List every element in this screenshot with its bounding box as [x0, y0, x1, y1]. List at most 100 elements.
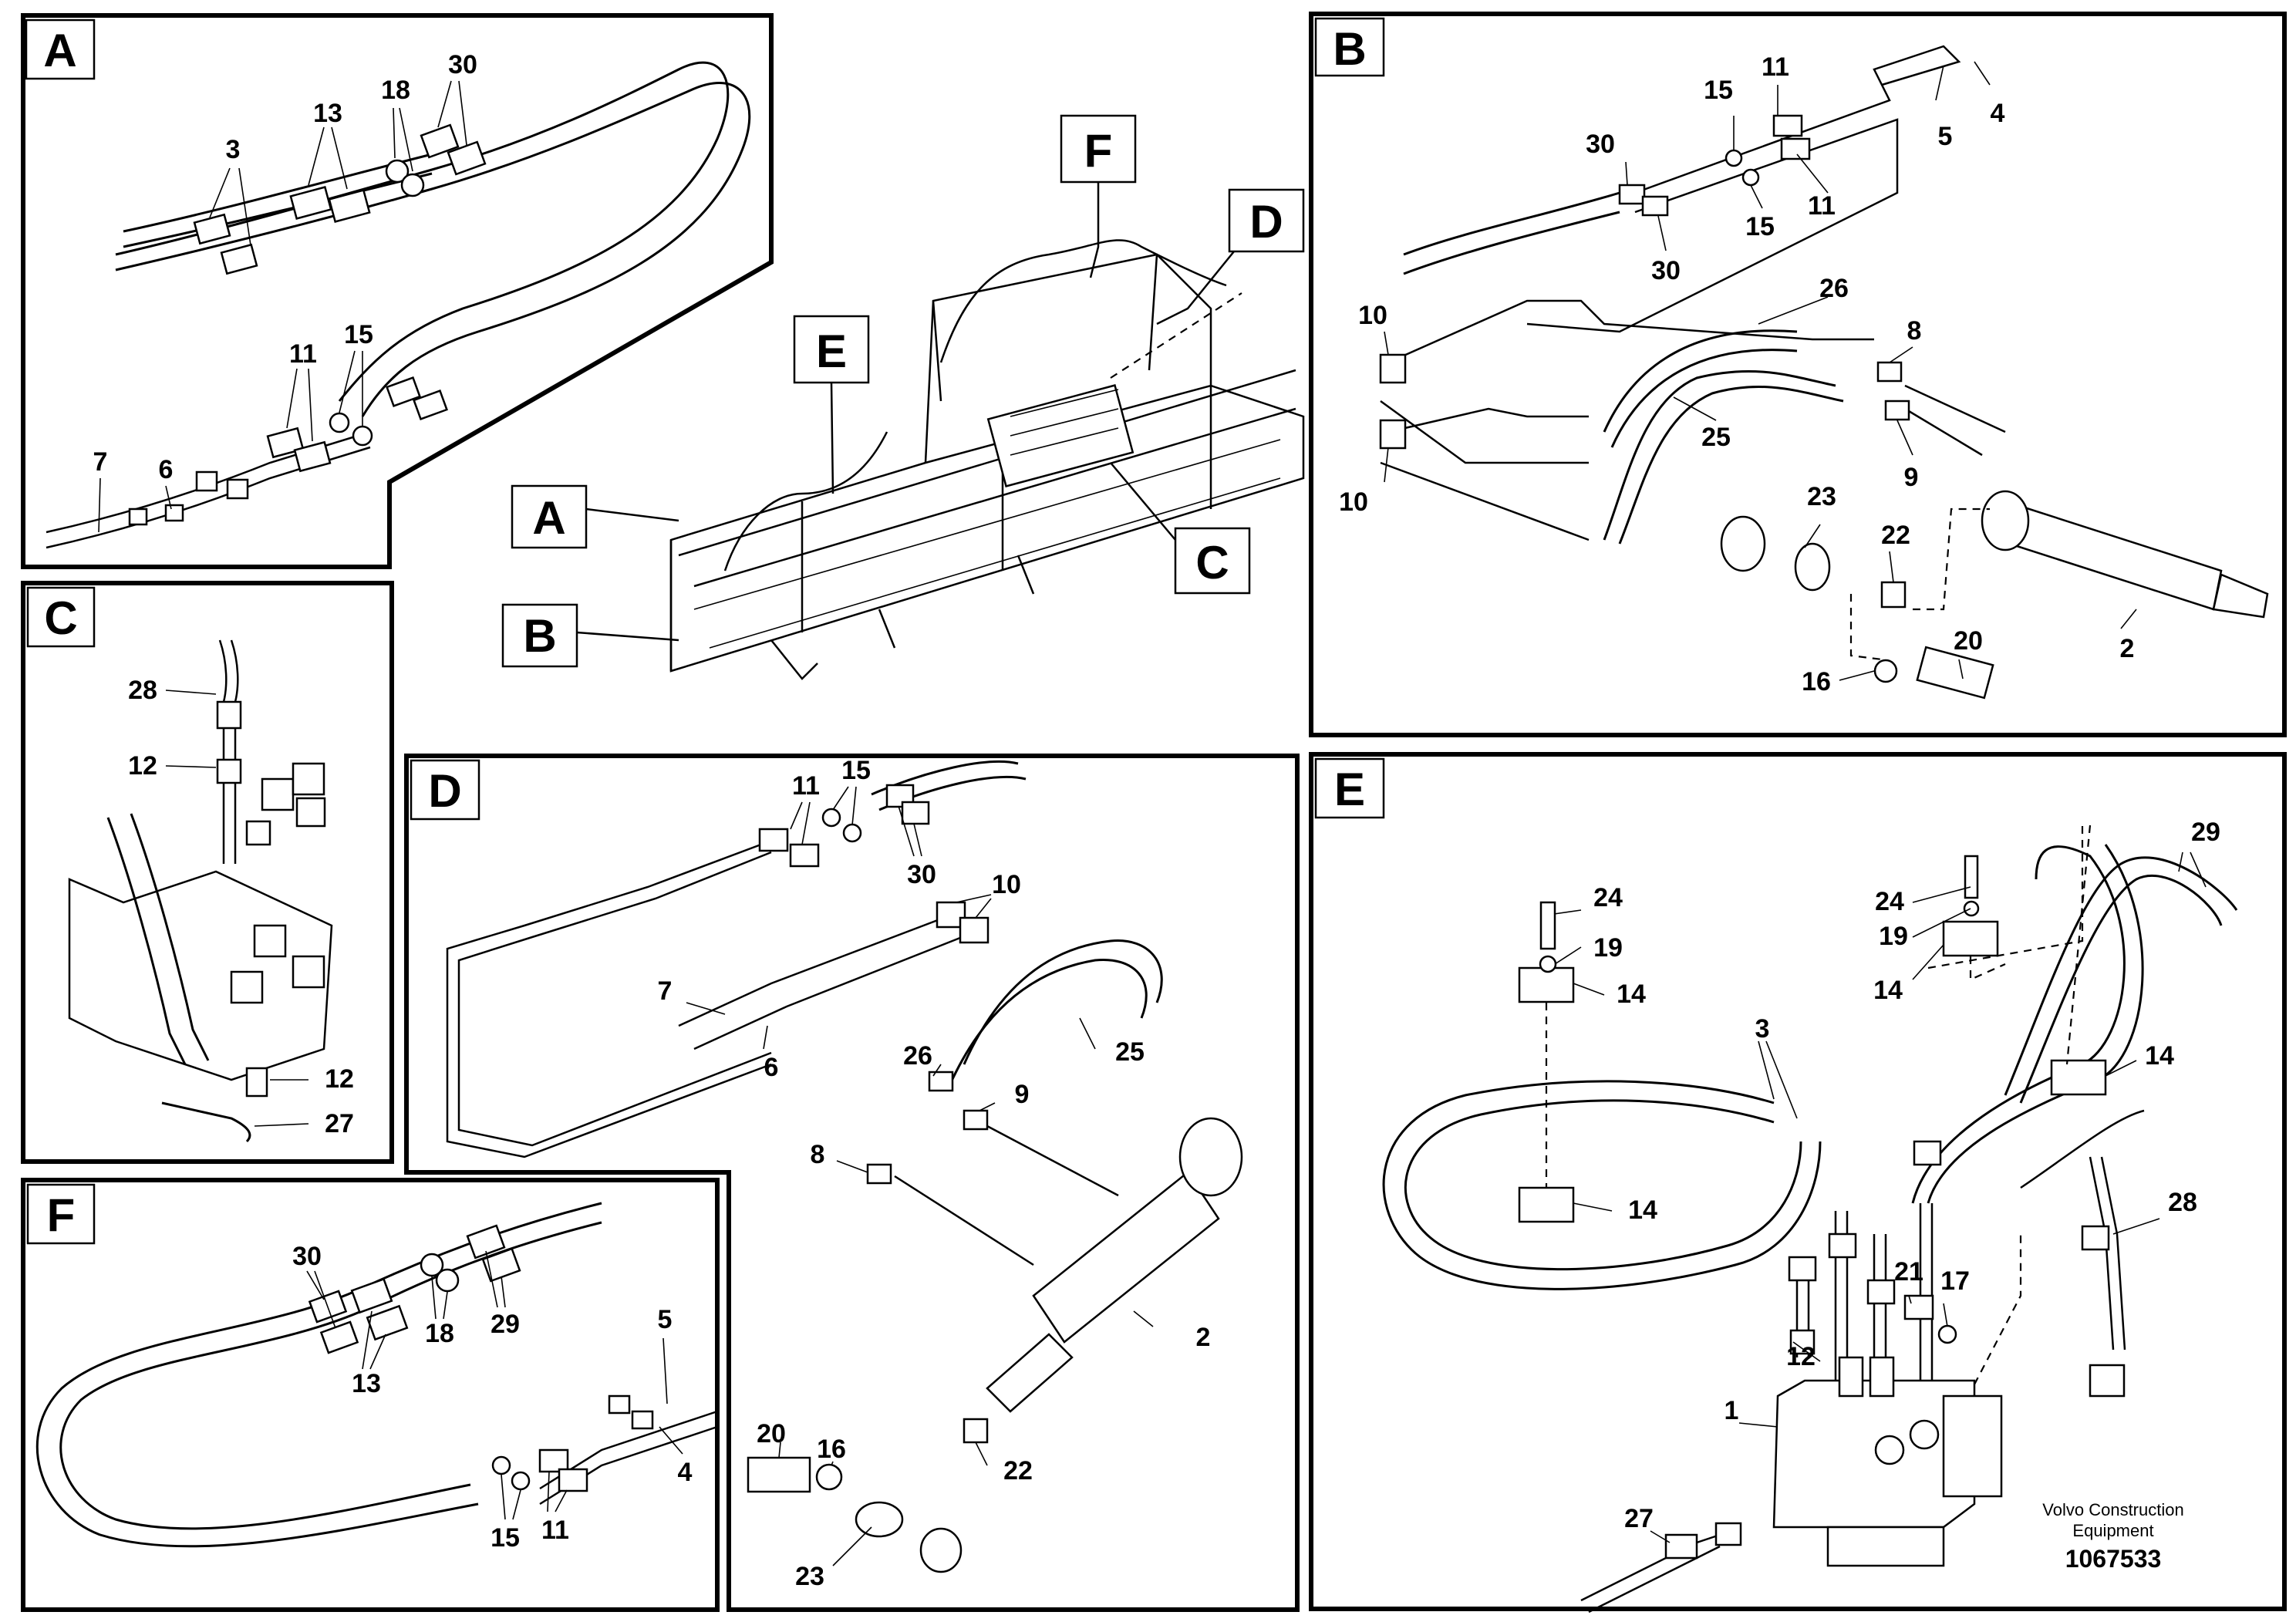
callout-d-9: 9	[1015, 1080, 1030, 1109]
bolt-e-24a	[1539, 901, 1556, 950]
callout-b-11b: 11	[1808, 191, 1836, 221]
fitting-d-30b	[901, 801, 930, 825]
fitting-30b	[447, 140, 487, 176]
callout-e-12: 12	[1786, 1342, 1816, 1371]
fitting-f-5	[608, 1394, 631, 1415]
fitting-b-9	[1884, 400, 1910, 421]
overview-c-box	[1174, 527, 1251, 595]
elbow-b-10a	[1379, 353, 1407, 384]
overview-letter-d: D	[1249, 196, 1283, 248]
panel-b: B	[1309, 12, 2287, 737]
callout-b-9: 9	[1904, 463, 1919, 492]
overview-b-box	[501, 603, 578, 668]
panel-f: F 30 29 13 18 5 4 15 11	[21, 1178, 720, 1612]
fitting-30a	[420, 123, 460, 159]
callout-d-11: 11	[792, 771, 820, 801]
washer-b-15a	[1725, 149, 1743, 167]
callout-e-28: 28	[2168, 1188, 2197, 1217]
port-e-1	[1874, 1435, 1905, 1465]
panel-c-letter: C	[44, 592, 77, 644]
fitting-11b	[293, 440, 332, 473]
callout-a-30: 30	[448, 50, 477, 79]
fitting-c-12a	[216, 758, 242, 784]
panel-c-letter-box	[26, 586, 96, 648]
panel-e-letter-box	[1314, 757, 1385, 819]
fitting-3a	[193, 213, 231, 245]
fitting-b-11a	[1772, 114, 1803, 137]
fitting-e-12	[1789, 1329, 1816, 1355]
fitting-f-30b	[319, 1320, 359, 1354]
callout-f-11: 11	[541, 1516, 569, 1545]
washer-e-19b	[1963, 900, 1980, 917]
fitting-c-4	[245, 820, 271, 846]
overview-letter-a: A	[532, 492, 565, 544]
elbow-c-1	[261, 777, 295, 811]
callout-b-2: 2	[2120, 634, 2135, 663]
fitting-f-4	[631, 1410, 654, 1430]
callout-e-29: 29	[2191, 818, 2220, 847]
callout-a-15: 15	[344, 320, 373, 349]
callout-e-17: 17	[1940, 1266, 1970, 1296]
callout-f-4: 4	[678, 1458, 693, 1487]
washer-f-18b	[435, 1268, 460, 1293]
valve-e-solenoids	[1826, 1526, 1945, 1567]
callout-d-10: 10	[992, 870, 1021, 899]
cylinder-b-rod	[2212, 573, 2269, 619]
fitting-e-d	[1913, 1140, 1942, 1166]
fitting-d-8	[866, 1163, 892, 1185]
port-e-2	[1909, 1419, 1940, 1450]
callout-b-5: 5	[1938, 122, 1953, 151]
port-c-3	[230, 970, 264, 1004]
stem-e-2	[1869, 1356, 1895, 1398]
stem-e-1	[1838, 1356, 1864, 1398]
washer-18b	[400, 173, 425, 197]
fitting-d-26	[928, 1071, 954, 1092]
callout-e-27: 27	[1624, 1504, 1654, 1533]
overview-letter-c: C	[1195, 537, 1229, 588]
callout-e-14d: 14	[1628, 1195, 1657, 1225]
callout-d-6: 6	[764, 1053, 779, 1082]
callout-b-30: 30	[1586, 130, 1615, 159]
panel-a: A 3 13 18	[21, 13, 774, 569]
callout-f-29: 29	[491, 1310, 520, 1339]
callout-a-7: 7	[93, 447, 108, 477]
fitting-f-13a	[350, 1277, 393, 1314]
callout-e-14: 14	[1617, 980, 1646, 1009]
fitting-13b	[328, 189, 371, 223]
washer-d-15a	[821, 808, 841, 828]
callout-d-7: 7	[658, 976, 673, 1006]
fitting-e-a	[1788, 1256, 1817, 1282]
callout-e-19b: 19	[1879, 922, 1908, 951]
fitting-b-30b	[1641, 195, 1669, 217]
overview-d-box	[1228, 188, 1305, 253]
elbow-e-1	[2089, 1364, 2126, 1398]
callout-c-12b: 12	[325, 1064, 354, 1094]
nut-a1	[195, 470, 218, 492]
panel-d-letter: D	[428, 765, 461, 817]
cylinder-d-clevis	[1178, 1117, 1243, 1197]
port-c-2	[292, 955, 325, 989]
bushing-b-23a	[1720, 515, 1766, 572]
panel-f-letter-box	[26, 1183, 96, 1245]
fitting-a-upper	[386, 376, 421, 407]
bolt-d-20	[747, 1456, 811, 1493]
callout-b-10b: 10	[1339, 487, 1368, 517]
fitting-f-29b	[481, 1247, 521, 1283]
callout-d-16: 16	[817, 1435, 846, 1464]
washer-15b	[352, 425, 373, 447]
callout-d-8: 8	[811, 1140, 825, 1169]
panel-e: E	[1309, 752, 2287, 1614]
washer-15a	[329, 412, 350, 433]
callout-a-13: 13	[313, 99, 342, 128]
callout-f-30: 30	[292, 1242, 322, 1271]
overview-letter-e: E	[816, 325, 847, 377]
bolt-b-20	[1916, 646, 1994, 700]
fitting-6a	[128, 508, 148, 526]
footer-company-line1: Volvo Construction	[2042, 1500, 2183, 1519]
callout-d-2: 2	[1196, 1323, 1211, 1352]
bushing-b-23b	[1794, 542, 1831, 592]
callout-b-22: 22	[1881, 521, 1910, 550]
bolt-e-24b	[1964, 855, 1979, 899]
elbow-b-10b	[1379, 419, 1407, 450]
